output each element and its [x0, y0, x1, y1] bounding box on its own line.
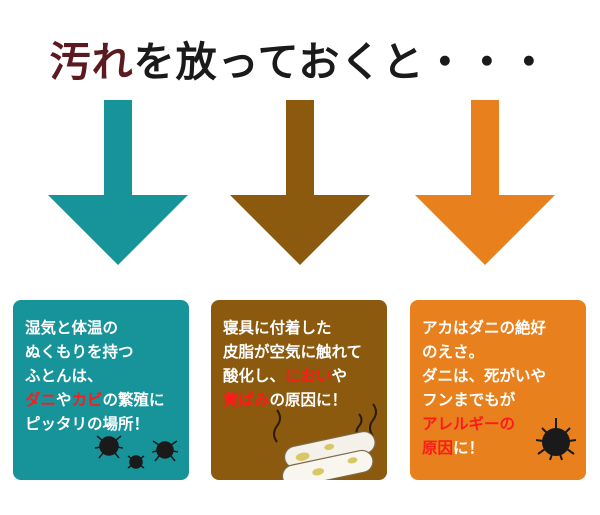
card2-line4: 黄ばみの原因に！ — [223, 388, 377, 412]
card1-mold-text: カビ — [71, 391, 103, 409]
card1-line1: 湿気と体温の — [25, 319, 119, 337]
headline-highlight: 汚れ — [49, 38, 134, 86]
card2-line1: 寝具に付着した — [223, 319, 332, 337]
card-allergy: アカはダニの絶好 のえさ。 ダニは、死がいや フンまでもが アレルギーの 原因に… — [410, 300, 586, 480]
card3-allergy-text: アレルギーの — [422, 415, 516, 433]
card2-yellowing-text: 黄ばみ — [223, 391, 270, 409]
down-arrow-orange-icon — [415, 100, 555, 265]
card3-line5: アレルギーの — [422, 412, 576, 436]
stained-futon-icon — [273, 403, 377, 480]
card3-line6: 原因に！ — [422, 436, 576, 460]
card2-line3: 酸化し、においや — [223, 364, 377, 388]
card3-line2: のえさ。 — [422, 343, 485, 361]
mite-silhouettes-icon — [94, 435, 179, 469]
card2-odor-text: におい — [285, 367, 332, 385]
card2-connector: や — [331, 367, 348, 385]
mite-silhouette-icon — [535, 418, 577, 461]
card-sebum: 寝具に付着した 皮脂が空気に触れて 酸化し、においや 黄ばみの原因に！ — [211, 300, 387, 480]
down-arrow-brown-icon — [230, 100, 370, 265]
card-humidity: 湿気と体温の ぬくもりを持つ ふとんは、 ダニやカビの繁殖に ピッタリの場所！ — [13, 300, 189, 480]
card3-line6-rest: に！ — [453, 439, 485, 457]
card1-line5: ピッタリの場所！ — [25, 415, 150, 433]
card1-line3: ふとんは、 — [25, 367, 103, 385]
headline: 汚れを放っておくと・・・ — [0, 28, 600, 88]
card2-oxidize-text: 酸化し、 — [223, 367, 286, 385]
card1-line4: ダニやカビの繁殖に — [25, 388, 179, 412]
card1-line4-rest: の繁殖に — [102, 391, 165, 409]
card3-line3: ダニは、死がいや — [422, 367, 547, 385]
card3-line4: フンまでもが — [422, 391, 516, 409]
card2-line2: 皮脂が空気に触れて — [223, 343, 363, 361]
card1-line2: ぬくもりを持つ — [25, 343, 134, 361]
down-arrow-teal-icon — [48, 100, 188, 265]
card3-cause-text: 原因 — [422, 439, 454, 457]
headline-rest: を放っておくと・・・ — [133, 38, 551, 86]
card1-connector: や — [56, 391, 72, 409]
card3-line1: アカはダニの絶好 — [422, 319, 547, 337]
card2-line4-rest: の原因に！ — [269, 391, 348, 409]
card1-mites-text: ダニ — [25, 391, 57, 409]
